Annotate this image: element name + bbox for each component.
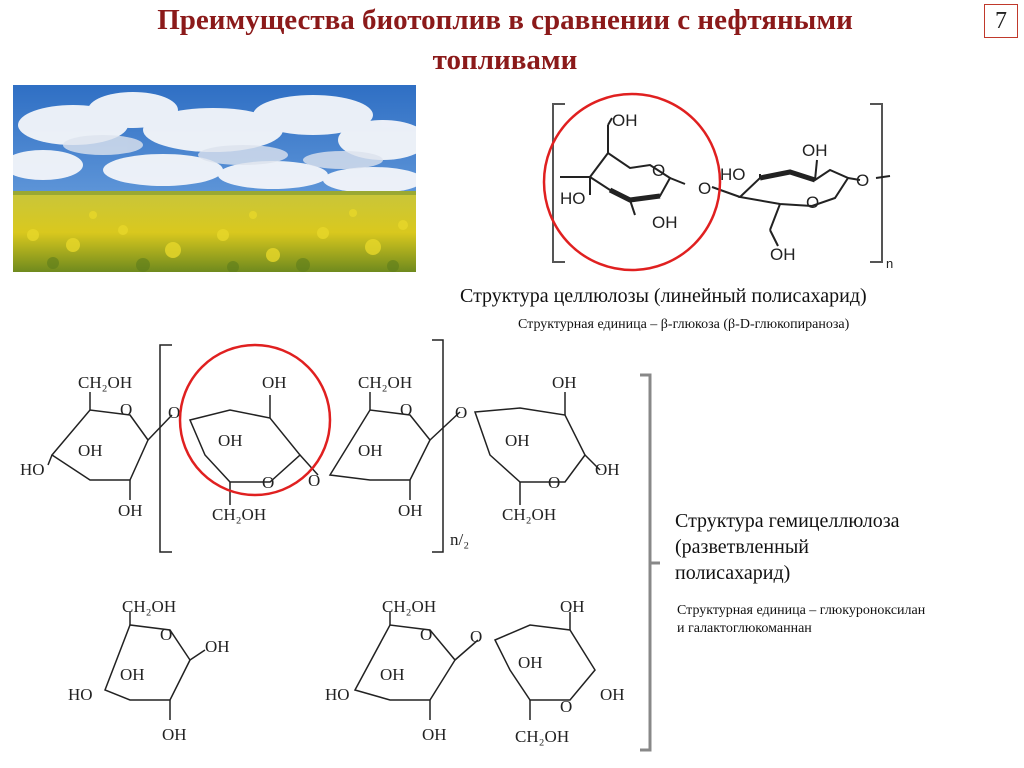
cellulose-oh-label: OH [770, 245, 796, 264]
hemi-ring-oxygen: O [262, 473, 274, 492]
hemi-oh-label: OH [422, 725, 447, 744]
hemi-ch2oh-label: CH₂OH [382, 597, 436, 616]
hemi-oh-label: OH [218, 431, 243, 450]
page-number: 7 [984, 4, 1018, 38]
hemi-ring-oxygen: O [160, 625, 172, 644]
hemicellulose-caption-line-2: (разветвленный [675, 536, 809, 558]
hemi-oh-label: OH [560, 597, 585, 616]
hemicellulose-subcaption-line-1: Структурная единица – глюкуроноксилан [677, 603, 926, 618]
hemi-oh-label: OH [205, 637, 230, 656]
cellulose-ho-label: HO [560, 189, 586, 208]
hemi-bridge-oxygen: O [470, 627, 482, 646]
hemi-oh-label: OH [552, 373, 577, 392]
hemicellulose-subcaption-line-2: и галактоглюкоманнан [677, 621, 812, 636]
cellulose-caption: Структура целлюлозы (линейный полисахари… [460, 285, 867, 307]
hemi-oh-label: OH [380, 665, 405, 684]
hemi-oh-label: OH [262, 373, 287, 392]
hemi-oh-label: OH [120, 665, 145, 684]
hemi-oh-label: OH [595, 460, 620, 479]
hemi-ch2oh-label: CH₂OH [502, 505, 556, 524]
hemi-ch2oh-label: CH₂OH [122, 597, 176, 616]
hemicellulose-caption: Структура гемицеллюлоза (разветвленный п… [675, 508, 1005, 586]
hemi-ho-label: HO [68, 685, 93, 704]
hemi-oh-label: OH [358, 441, 383, 460]
hemi-oh-label: OH [505, 431, 530, 450]
cellulose-end-oxygen: O [856, 171, 869, 190]
cellulose-ring-oxygen: O [652, 161, 665, 180]
hemi-ring-oxygen: O [400, 400, 412, 419]
hemi-oh-label: OH [600, 685, 625, 704]
cellulose-ring-oxygen: O [806, 193, 819, 212]
hemi-oh-label: OH [78, 441, 103, 460]
slide-title-line-1: Преимущества биотоплив в сравнении с неф… [157, 4, 853, 36]
hemi-ch2oh-label: CH₂OH [358, 373, 412, 392]
cellulose-subcaption: Структурная единица – β-глюкоза (β-D-глю… [518, 317, 850, 332]
hemi-oh-label: OH [518, 653, 543, 672]
slide-title: Преимущества биотоплив в сравнении с неф… [60, 0, 950, 80]
hemi-oh-label: OH [118, 501, 143, 520]
hemi-ring-oxygen: O [120, 400, 132, 419]
cellulose-oh-label: OH [612, 111, 638, 130]
hemicellulose-caption-line-3: полисахарид) [675, 562, 791, 584]
hemi-ho-label: HO [325, 685, 350, 704]
cellulose-bridge-oxygen: O [698, 179, 711, 198]
rapeseed-field-image [13, 85, 416, 272]
cellulose-oh-label: OH [802, 141, 828, 160]
hemi-ch2oh-label: CH₂OH [212, 505, 266, 524]
cellulose-n-subscript: n [886, 256, 893, 271]
hemi-bridge-oxygen: O [168, 403, 180, 422]
hemi-n2-subscript: n/₂ [450, 530, 469, 549]
hemi-bridge-oxygen: O [455, 403, 467, 422]
hemi-ch2oh-label: CH₂OH [515, 727, 569, 746]
hemicellulose-caption-line-1: Структура гемицеллюлоза [675, 510, 900, 532]
hemicellulose-highlight-circle [178, 343, 332, 497]
slide-title-line-2: топливами [432, 44, 578, 76]
cellulose-oh-label: OH [652, 213, 678, 232]
cellulose-ho-label: HO [720, 165, 746, 184]
hemi-ring-oxygen: O [560, 697, 572, 716]
cellulose-highlight-circle [542, 92, 722, 272]
hemi-ho-label: HO [20, 460, 45, 479]
hemi-ch2oh-label: CH₂OH [78, 373, 132, 392]
hemi-oh-label: OH [162, 725, 187, 744]
hemicellulose-subcaption: Структурная единица – глюкуроноксилан и … [677, 602, 1017, 638]
hemi-oh-label: OH [398, 501, 423, 520]
hemi-bridge-oxygen: O [308, 471, 320, 490]
hemi-ring-oxygen: O [420, 625, 432, 644]
hemi-ring-oxygen: O [548, 473, 560, 492]
